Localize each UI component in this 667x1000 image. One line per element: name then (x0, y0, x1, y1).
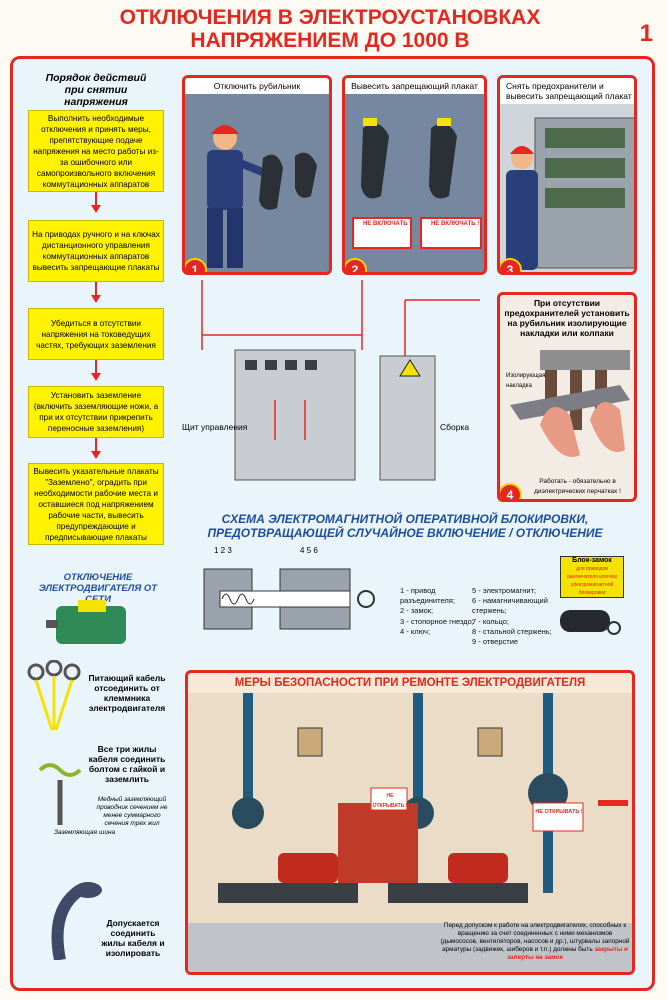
down-arrow-icon (91, 451, 101, 459)
legend-item: 7 - кольцо; (472, 616, 509, 626)
panel-1-caption: Отключить рубильник (185, 78, 329, 94)
panel-2-caption: Вывесить запрещающий плакат (345, 78, 484, 94)
step-badge-2: 2 (345, 258, 367, 272)
ground-bus-label: Заземляющая шина (54, 829, 116, 836)
repair-section: МЕРЫ БЕЗОПАСНОСТИ ПРИ РЕМОНТЕ ЭЛЕКТРОДВИ… (185, 670, 635, 975)
procedure-step-1: Выполнить необходимые отключения и приня… (28, 110, 164, 192)
legend-right: 5 - электромагнит; 6 - намагничивающий с… (472, 586, 552, 647)
gloves-note: Работать - обязательно в диэлектрических… (534, 478, 621, 495)
legend-item: 5 - электромагнит; (472, 586, 537, 595)
warning-sign-illustration (345, 94, 484, 272)
worker-switch-illustration (185, 94, 329, 272)
blocking-title-2: ПРЕДОТВРАЩАЮЩЕЙ СЛУЧАЙНОЕ ВКЛЮЧЕНИЕ / ОТ… (207, 526, 603, 540)
panel-4-caption: При отсутствии предохранителей установит… (504, 298, 630, 338)
procedure-step-5: Вывесить указательные плакаты "Заземлено… (28, 463, 164, 545)
procedure-title: Порядок действий при снятии напряжения (36, 72, 156, 108)
legend-item: 8 - стальной стержень; (472, 626, 552, 636)
assembly-label: Сборка (440, 422, 470, 432)
poster-title: ОТКЛЮЧЕНИЯ В ЭЛЕКТРОУСТАНОВКАХ НАПРЯЖЕНИ… (80, 6, 580, 52)
down-arrow-icon (91, 205, 101, 213)
legend-item: 3 - стопорное гнездо; (400, 616, 474, 626)
title-line-1: ОТКЛЮЧЕНИЯ В ЭЛЕКТРОУСТАНОВКАХ (119, 6, 541, 29)
panel-insulating-cover: При отсутствии предохранителей установит… (497, 292, 637, 502)
connector (95, 282, 97, 296)
repair-title: МЕРЫ БЕЗОПАСНОСТИ ПРИ РЕМОНТЕ ЭЛЕКТРОДВИ… (234, 677, 586, 689)
panel-switch-off: Отключить рубильник 1 (182, 75, 332, 275)
down-arrow-icon (91, 295, 101, 303)
motor-step-2: Все три жилы кабеля соединить болтом с г… (88, 744, 166, 784)
motor-step-3: Допускается соединить жилы кабеля и изол… (101, 918, 165, 958)
legend-item: 2 - замок; (400, 606, 434, 616)
down-arrow-icon (91, 373, 101, 381)
legend-left: 1 - привод разъединителя; 2 - замок; 3 -… (400, 586, 490, 637)
motor-title-2: ЭЛЕКТРОДВИГАТЕЛЯ ОТ СЕТИ (38, 583, 158, 605)
connector (95, 438, 97, 452)
title-line-2: НАПРЯЖЕНИЕМ ДО 1000 В (190, 29, 470, 52)
pump-room-illustration (188, 693, 632, 972)
scheme-numbers-left: 1 2 3 (214, 546, 232, 555)
fuse-cabinet-illustration (506, 117, 634, 270)
sign-text: НЕ ВКЛЮЧАТЬ ! (431, 221, 480, 227)
block-lock-title: Блок-замок (572, 557, 612, 564)
procedure-title-2: при снятии напряжения (64, 84, 128, 108)
motor-step-1: Питающий кабель отсоединить от клеммника… (88, 673, 166, 713)
scheme-numbers-right: 4 5 6 (300, 546, 318, 555)
connector (95, 192, 97, 206)
panel-3-caption: Снять предохранители и вывесить запрещаю… (500, 78, 634, 104)
sign-text: НЕ ОТКРЫВАТЬ ! (535, 809, 583, 815)
procedure-title-1: Порядок действий (45, 72, 147, 84)
procedure-step-2: На приводах ручного и на ключах дистанци… (28, 220, 164, 282)
legend-item: 4 - ключ; (400, 626, 431, 636)
block-lock-label: Блок-замок для приводов выключателя ключ… (560, 556, 624, 598)
panel-remove-fuses: Снять предохранители и вывесить запрещаю… (497, 75, 637, 275)
repair-note-bold: закрыты и заперты на замок (507, 946, 628, 961)
legend-item: 1 - привод разъединителя; (400, 586, 455, 606)
page-number: 1 (639, 20, 653, 47)
switchgear-illustration (201, 280, 480, 481)
motor-title-1: ОТКЛЮЧЕНИЕ (63, 572, 133, 583)
insulating-cover-illustration (510, 350, 630, 457)
procedure-step-3: Убедиться в отсутствии напряжения на ток… (28, 308, 164, 360)
blocking-title: СХЕМА ЭЛЕКТРОМАГНИТНОЙ ОПЕРАТИВНОЙ БЛОКИ… (185, 512, 625, 540)
control-panel-label: Щит управления (182, 422, 248, 432)
step-badge-1: 1 (185, 258, 207, 272)
legend-item: 6 - намагничивающий стержень; (472, 596, 548, 616)
block-lock-sub: для приводов выключателя ключом электром… (567, 566, 617, 596)
panel-warning-sign: Вывесить запрещающий плакат НЕ ВКЛЮЧАТЬ … (342, 75, 487, 275)
step-badge-3: 3 (500, 258, 522, 272)
sign-text: НЕ ОТКРЫВАТЬ ! (372, 793, 408, 809)
motor-title: ОТКЛЮЧЕНИЕ ЭЛЕКТРОДВИГАТЕЛЯ ОТ СЕТИ (28, 572, 168, 605)
blocking-scheme-diagram (203, 568, 375, 630)
repair-note-text: Перед допуском к работе на электродвигат… (440, 922, 630, 953)
procedure-step-4: Установить заземление (включить заземляю… (28, 386, 164, 438)
step-badge-4: 4 (500, 483, 522, 499)
repair-note: Перед допуском к работе на электродвигат… (440, 922, 630, 962)
copper-note: Медный заземляющий проводник сечением не… (96, 796, 168, 827)
insulated-cable-illustration (51, 882, 102, 960)
block-lock-illustration (560, 610, 621, 635)
motor-icon (46, 600, 126, 644)
cable-bolt-illustration (38, 763, 82, 825)
connector (95, 360, 97, 374)
legend-item: 9 - отверстие (472, 637, 519, 647)
insulating-label: Изолирующая накладка (506, 373, 546, 389)
blocking-title-1: СХЕМА ЭЛЕКТРОМАГНИТНОЙ ОПЕРАТИВНОЙ БЛОКИ… (221, 512, 589, 526)
sign-text: НЕ ВКЛЮЧАТЬ ! (363, 221, 412, 227)
cable-lugs-illustration (27, 660, 81, 731)
